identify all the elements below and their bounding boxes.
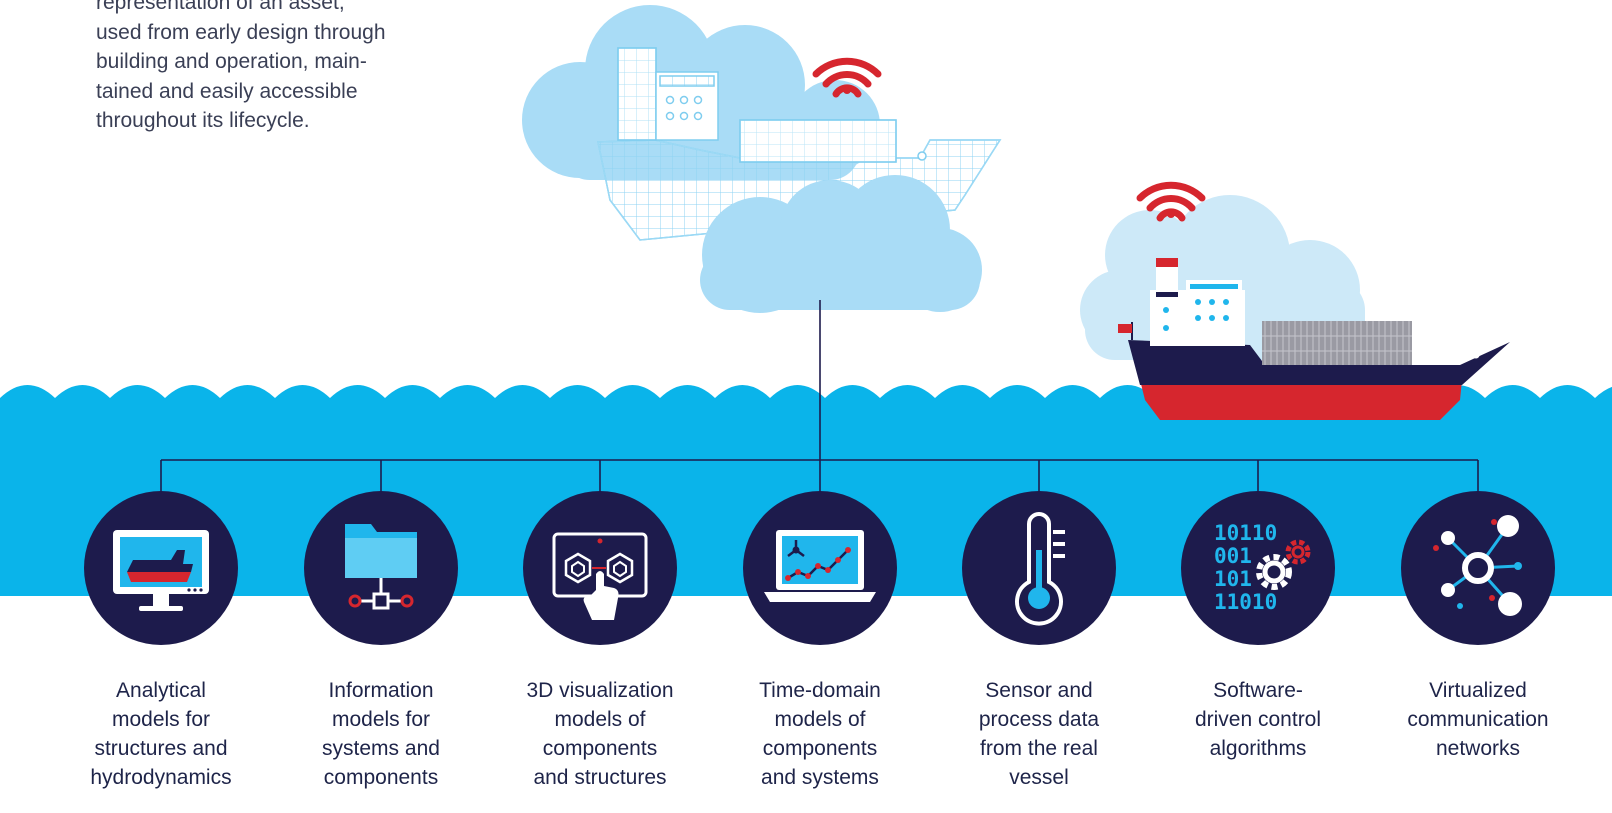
touchscreen-3d-icon <box>552 532 648 620</box>
binary-line: 10110 <box>1214 521 1277 545</box>
network-nodes-icon <box>1433 515 1522 616</box>
caption: Time-domain models of components and sys… <box>759 679 881 789</box>
front-cloud <box>700 175 982 313</box>
binary-line: 001 <box>1214 544 1252 568</box>
caption: Analytical models for structures and hyd… <box>90 679 232 789</box>
binary-line: 101 <box>1214 567 1252 591</box>
laptop-chart-icon <box>764 530 876 602</box>
binary-gear-icon: 10110 001 101 11010 <box>1214 521 1311 614</box>
monitor-ship-icon <box>113 530 209 611</box>
caption: Sensor and process data from the real ve… <box>978 679 1100 789</box>
digital-twin-ship <box>597 47 1002 241</box>
folder-network-icon <box>345 524 417 610</box>
wifi-signal-icon <box>1136 181 1206 222</box>
caption: 3D visualization models of components an… <box>526 679 674 789</box>
caption: Software- driven control algorithms <box>1194 679 1322 760</box>
caption: Information models for systems and compo… <box>322 679 440 789</box>
wifi-signal-icon <box>812 57 882 98</box>
connector-lines <box>160 300 1479 492</box>
thermometer-icon <box>1015 512 1065 626</box>
binary-line: 11010 <box>1214 590 1277 614</box>
real-vessel <box>1118 258 1510 420</box>
intro-text: representation of an asset, used from ea… <box>96 0 386 132</box>
caption: Virtualized communication networks <box>1407 679 1549 760</box>
